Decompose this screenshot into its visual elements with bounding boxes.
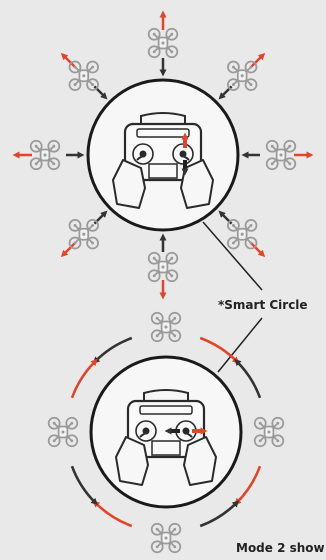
outward-arrow [63,55,74,66]
curved-arrow-icon [237,466,260,503]
drone-icon [255,418,284,447]
drone-icon [152,313,181,342]
outward-arrow [63,243,74,254]
smart-circle-label: *Smart Circle [218,298,308,312]
mode-note-label: Mode 2 show [236,541,325,555]
curved-arrow-icon [237,361,260,398]
drone-icon [149,253,178,282]
curved-arrow-icon [72,361,95,398]
curved-arrow-icon [200,338,237,361]
curved-arrow-icon [200,503,237,526]
drone-icon [267,141,296,170]
curved-arrow-icon [95,338,132,361]
drone-icon [152,524,181,553]
drone-icon [49,418,78,447]
outward-arrow [251,55,262,66]
outward-arrow [251,243,262,254]
controllers [113,113,216,485]
drone-icon [31,141,60,170]
drone-icon [149,29,178,58]
callout-line-top [203,222,262,290]
curved-arrow-icon [95,503,132,526]
curved-arrow-icon [72,466,95,503]
